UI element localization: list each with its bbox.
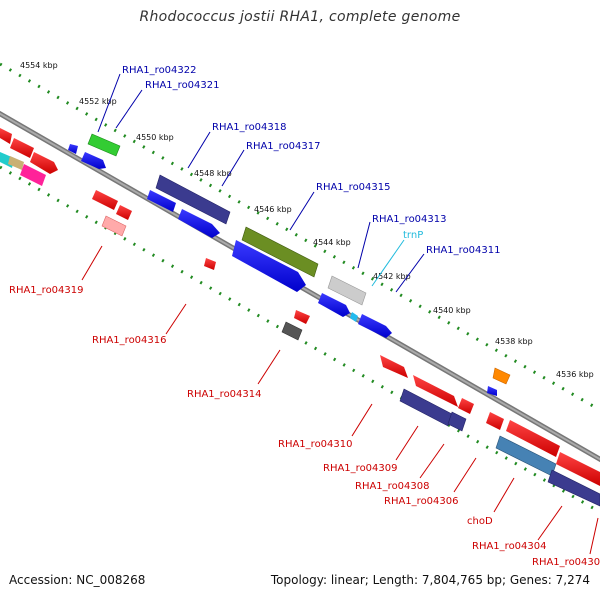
gene-ro04309[interactable]: [413, 375, 458, 407]
gene-label[interactable]: RHA1_ro04310: [278, 439, 353, 450]
gene-label[interactable]: RHA1_ro04321: [145, 80, 220, 91]
tick-label: 4542 kbp: [373, 272, 411, 281]
reverse-gene-labels: RHA1_ro04319 RHA1_ro04316 RHA1_ro04314 R…: [9, 285, 600, 568]
label-leaders: [81, 73, 599, 555]
gene-tan[interactable]: [8, 156, 24, 170]
gene-arrow[interactable]: [10, 138, 34, 158]
gene-choD[interactable]: [506, 420, 560, 457]
map-title: Rhodococcus jostii RHA1, complete genome: [139, 9, 461, 25]
gene-arrow[interactable]: [358, 314, 392, 338]
gene-trnP[interactable]: [350, 312, 358, 322]
gene-label[interactable]: RHA1_ro04322: [122, 65, 197, 76]
gene-ro04314[interactable]: [294, 310, 310, 324]
accession-label: Accession: NC_008268: [9, 573, 146, 587]
tick-label: 4540 kbp: [433, 306, 471, 315]
gene-label[interactable]: RHA1_ro04311: [426, 245, 501, 256]
gene-ro04316[interactable]: [204, 258, 216, 270]
tick-label: 4546 kbp: [254, 205, 292, 214]
gene-arrow[interactable]: [487, 386, 497, 396]
gene-arrow[interactable]: [458, 398, 474, 414]
tick-label: 4536 kbp: [556, 370, 594, 379]
gene-label[interactable]: RHA1_ro04309: [323, 463, 398, 474]
gene-arrow[interactable]: [447, 411, 467, 432]
gene-label[interactable]: RHA1_ro04316: [92, 335, 167, 346]
gene-label[interactable]: choD: [467, 516, 493, 527]
gene-label[interactable]: RHA1_ro04318: [212, 122, 287, 133]
gene-magenta[interactable]: [20, 164, 46, 186]
tick-label: 4544 kbp: [313, 238, 351, 247]
gene-ro04319-pink[interactable]: [101, 215, 127, 237]
gene-label[interactable]: RHA1_ro04306: [384, 496, 459, 507]
gene-ro04313[interactable]: [327, 275, 367, 306]
forward-strand-genes[interactable]: [68, 133, 511, 396]
gene-grey[interactable]: [281, 321, 303, 341]
reverse-strand-genes[interactable]: [92, 190, 600, 507]
gene-ro04310[interactable]: [380, 355, 408, 378]
topology-label: Topology: linear; Length: 7,804,765 bp; …: [270, 573, 590, 587]
gene-label[interactable]: RHA1_ro04317: [246, 141, 321, 152]
gene-arrow[interactable]: [30, 152, 58, 174]
gene-arrow[interactable]: [0, 128, 12, 144]
gene-ro04318[interactable]: [155, 174, 231, 225]
scale-ticks: 4554 kbp 4552 kbp 4550 kbp 4548 kbp 4546…: [20, 61, 594, 379]
gene-arrow[interactable]: [492, 367, 511, 385]
gene-ro04315[interactable]: [241, 226, 319, 278]
gene-label[interactable]: RHA1_ro04319: [9, 285, 84, 296]
gene-label[interactable]: RHA1_ro04304: [472, 541, 547, 552]
tick-label: 4554 kbp: [20, 61, 58, 70]
gene-ro04311[interactable]: [318, 293, 350, 317]
gene-label[interactable]: RHA1_ro04313: [372, 214, 447, 225]
gene-arrow[interactable]: [178, 209, 220, 238]
left-edge-genes[interactable]: [0, 128, 58, 186]
gene-ro04321[interactable]: [81, 152, 106, 169]
gene-ro04306[interactable]: [486, 412, 504, 430]
tick-label: 4552 kbp: [79, 97, 117, 106]
gene-label[interactable]: RHA1_ro04308: [355, 481, 430, 492]
gene-label[interactable]: RHA1_ro04303: [532, 557, 600, 568]
gene-arrow[interactable]: [232, 240, 306, 292]
gene-arrow[interactable]: [547, 469, 600, 507]
gene-ro04308[interactable]: [399, 388, 453, 427]
gene-arrow[interactable]: [116, 205, 132, 220]
tick-label: 4548 kbp: [194, 169, 232, 178]
gene-label[interactable]: RHA1_ro04314: [187, 389, 262, 400]
tick-label: 4550 kbp: [136, 133, 174, 142]
gene-ro04303[interactable]: [556, 452, 600, 486]
forward-gene-labels: RHA1_ro04322 RHA1_ro04321 RHA1_ro04318 R…: [122, 65, 501, 256]
tick-label: 4538 kbp: [495, 337, 533, 346]
gene-ro04319[interactable]: [92, 190, 118, 210]
scale-track-top: [0, 62, 600, 412]
gene-ro04322[interactable]: [87, 133, 121, 157]
gene-arrow[interactable]: [68, 144, 78, 154]
gene-ro04317[interactable]: [147, 190, 176, 212]
gene-label[interactable]: RHA1_ro04315: [316, 182, 391, 193]
gene-label[interactable]: trnP: [403, 230, 423, 241]
